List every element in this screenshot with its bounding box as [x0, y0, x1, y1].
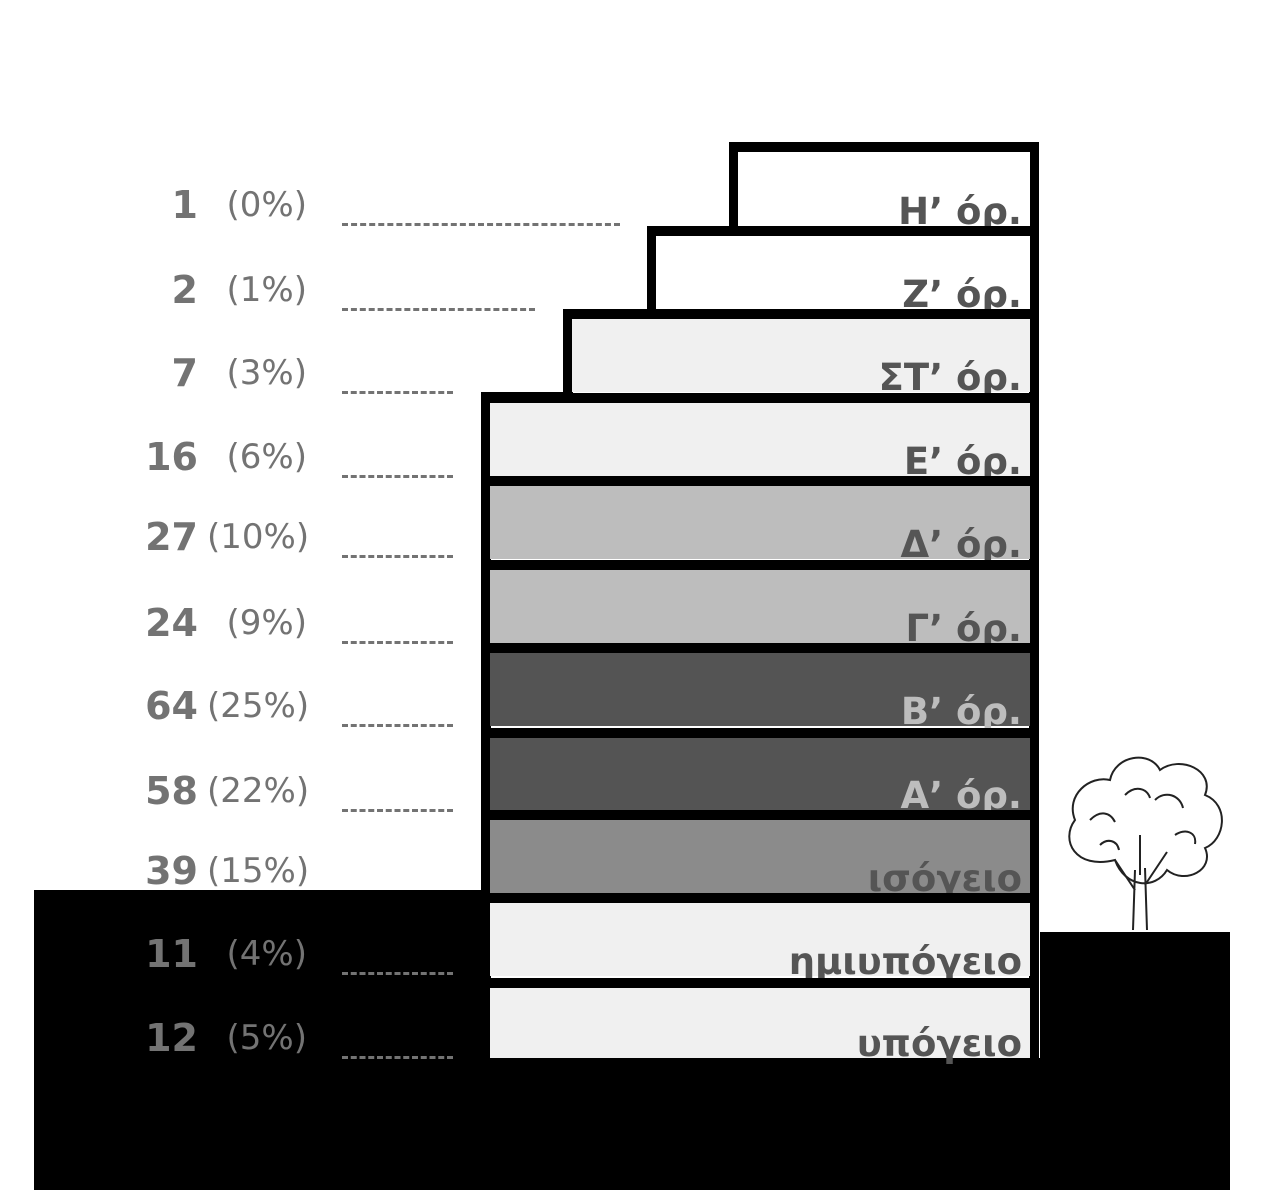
floor-percentage: (22%): [207, 771, 310, 811]
floor-label: Δ’ όρ.: [900, 523, 1022, 566]
floor-9: ημιυπόγειο: [490, 903, 1030, 980]
floor-count: 11: [145, 932, 198, 976]
leader-line: [342, 972, 453, 975]
floor-0: Η’ όρ.: [738, 152, 1030, 230]
floor-count: 27: [145, 515, 198, 559]
floor-percentage: (4%): [226, 934, 307, 974]
tree-icon: [1068, 756, 1223, 931]
floor-label: ισόγειο: [867, 857, 1022, 900]
building-outline: [563, 309, 573, 401]
floor-separator: [490, 560, 1030, 570]
floor-separator: [490, 978, 1030, 988]
floor-count: 2: [171, 268, 198, 312]
floor-count: 1: [171, 183, 198, 227]
floor-percentage: (3%): [226, 353, 307, 393]
floor-label: Ζ’ όρ.: [902, 273, 1022, 316]
ground-right: [1040, 932, 1230, 1190]
leader-line: [342, 641, 453, 644]
floor-count: 39: [145, 849, 198, 893]
leader-line: [342, 308, 535, 311]
leader-line: [342, 391, 453, 394]
leader-line: [342, 555, 453, 558]
ground-left: [34, 890, 481, 1190]
floor-percentage: (10%): [207, 517, 310, 557]
floor-4: Δ’ όρ.: [490, 486, 1030, 563]
floor-separator: [572, 309, 1030, 319]
floor-8: ισόγειο: [490, 820, 1030, 897]
floor-label: υπόγειο: [856, 1022, 1022, 1065]
floor-separator: [490, 893, 1030, 903]
floor-1: Ζ’ όρ.: [656, 236, 1030, 313]
building-outline: [1029, 142, 1039, 1072]
floor-5: Γ’ όρ.: [490, 570, 1030, 647]
floor-label: Η’ όρ.: [898, 190, 1022, 233]
floor-separator: [490, 393, 1030, 403]
floor-10: υπόγειο: [490, 988, 1030, 1062]
floor-percentage: (6%): [226, 437, 307, 477]
floor-count-row: 64(25%): [0, 686, 320, 726]
floor-label: ΣΤ’ όρ.: [878, 356, 1022, 399]
ground-under-building: [481, 1058, 1040, 1190]
leader-line: [342, 724, 453, 727]
floor-count-row: 27(10%): [0, 517, 320, 557]
floor-separator: [490, 476, 1030, 486]
leader-line: [342, 475, 453, 478]
floor-percentage: (1%): [226, 270, 307, 310]
floor-count: 58: [145, 769, 198, 813]
building-outline: [729, 142, 1039, 152]
leader-line: [342, 809, 453, 812]
floor-count: 24: [145, 601, 198, 645]
floor-count-row: 2 (1%): [0, 270, 320, 310]
leader-line: [342, 223, 620, 226]
floor-label: ημιυπόγειο: [788, 940, 1022, 983]
floor-separator: [490, 810, 1030, 820]
floor-count-row: 24 (9%): [0, 603, 320, 643]
floor-count-row: 1 (0%): [0, 185, 320, 225]
floor-count: 7: [171, 351, 198, 395]
floor-count: 64: [145, 684, 198, 728]
floor-6: Β’ όρ.: [490, 653, 1030, 730]
floor-7: Α’ όρ.: [490, 738, 1030, 814]
floor-percentage: (9%): [226, 603, 307, 643]
floor-count-row: 12 (5%): [0, 1018, 320, 1058]
floor-label: Ε’ όρ.: [903, 440, 1022, 483]
floor-separator: [490, 643, 1030, 653]
floor-separator: [656, 226, 1030, 236]
floor-count-row: 11 (4%): [0, 934, 320, 974]
leader-line: [342, 1056, 453, 1059]
floor-percentage: (25%): [207, 686, 310, 726]
floor-count-row: 39(15%): [0, 851, 320, 891]
floor-count: 16: [145, 435, 198, 479]
floor-percentage: (15%): [207, 851, 310, 891]
floor-3: Ε’ όρ.: [490, 403, 1030, 480]
floor-count-row: 16 (6%): [0, 437, 320, 477]
floor-percentage: (5%): [226, 1018, 307, 1058]
floor-label: Β’ όρ.: [900, 690, 1022, 733]
floor-count-row: 7 (3%): [0, 353, 320, 393]
floor-label: Α’ όρ.: [900, 774, 1022, 817]
floor-label: Γ’ όρ.: [905, 607, 1022, 650]
floor-count: 12: [145, 1016, 198, 1060]
floor-2: ΣΤ’ όρ.: [572, 319, 1030, 396]
building-outline: [481, 392, 491, 1058]
floor-count-row: 58(22%): [0, 771, 320, 811]
floor-separator: [490, 728, 1030, 738]
building-outline: [647, 226, 657, 318]
building-outline: [729, 142, 739, 234]
floor-percentage: (0%): [226, 185, 307, 225]
